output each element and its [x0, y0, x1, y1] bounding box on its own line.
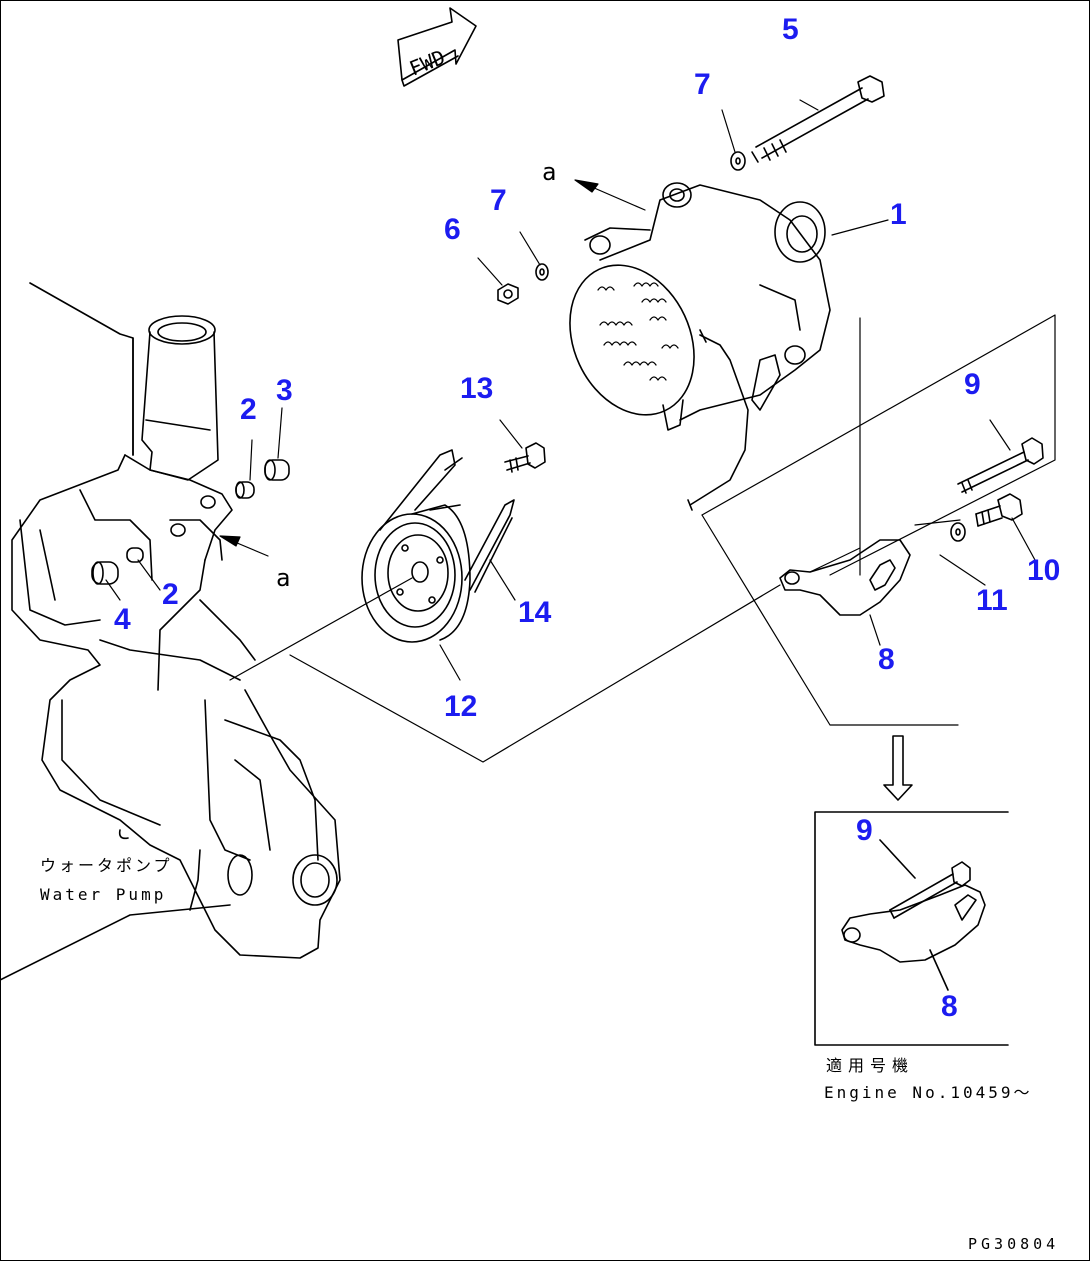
callout-12: 12 [444, 690, 478, 723]
callout-8-inset: 8 [941, 990, 958, 1023]
bolt-5 [751, 75, 885, 163]
applicable-label-jp: 適用号機 [826, 1056, 915, 1075]
bolt-9 [957, 437, 1044, 494]
collar-2-lower [126, 547, 144, 563]
fwd-label: FWD [406, 45, 448, 81]
callout-9-inset: 9 [856, 814, 873, 847]
spacer-3 [264, 459, 290, 481]
callout-8-main: 8 [878, 643, 895, 676]
v-belt-14 [379, 449, 456, 531]
spacer-4 [91, 561, 119, 585]
washer-11 [950, 522, 966, 542]
callout-6: 6 [444, 213, 461, 246]
water-pump-label-en: Water Pump [40, 885, 167, 904]
spacer-parts [91, 459, 290, 585]
fwd-arrow-icon: FWD [397, 7, 477, 87]
bolt-10-and-washer-11 [950, 493, 1023, 542]
reference-label-a-lower: a [276, 564, 291, 592]
callout-7-upper: 7 [694, 68, 711, 101]
callout-1: 1 [890, 198, 907, 231]
reference-label-a-upper: a [542, 158, 557, 186]
water-pump-housing [11, 315, 341, 959]
water-pump-label-jp: ウォータポンプ [40, 856, 173, 875]
callout-5: 5 [782, 13, 799, 46]
collar-2-upper [235, 481, 255, 499]
applicable-label-en: Engine No.10459～ [824, 1083, 1033, 1102]
down-arrow-icon [883, 735, 913, 801]
washer-7-upper [730, 151, 746, 171]
inset-box [814, 811, 1009, 1046]
washer-7-lower [535, 263, 549, 281]
callout-9-main: 9 [964, 368, 981, 401]
bracket-8 [779, 539, 911, 616]
nut-and-washers [497, 151, 746, 305]
nut-6 [497, 283, 519, 305]
callout-7-lower: 7 [490, 184, 507, 217]
callout-2-upper: 2 [240, 393, 257, 426]
drawing-code: PG30804 [968, 1235, 1060, 1253]
alternator-body [569, 182, 831, 511]
bolt-13 [504, 442, 546, 473]
leader-lines [105, 99, 1056, 763]
callout-14: 14 [518, 596, 552, 629]
alternator-vent-slots [597, 282, 679, 381]
callout-3: 3 [276, 374, 293, 407]
callout-2-lower: 2 [162, 578, 179, 611]
engine-block-outline [0, 282, 231, 981]
pulley-assembly [361, 449, 515, 643]
callout-13: 13 [460, 372, 494, 405]
callout-4: 4 [114, 603, 131, 636]
callout-10: 10 [1027, 554, 1061, 587]
callout-11: 11 [976, 584, 1008, 617]
